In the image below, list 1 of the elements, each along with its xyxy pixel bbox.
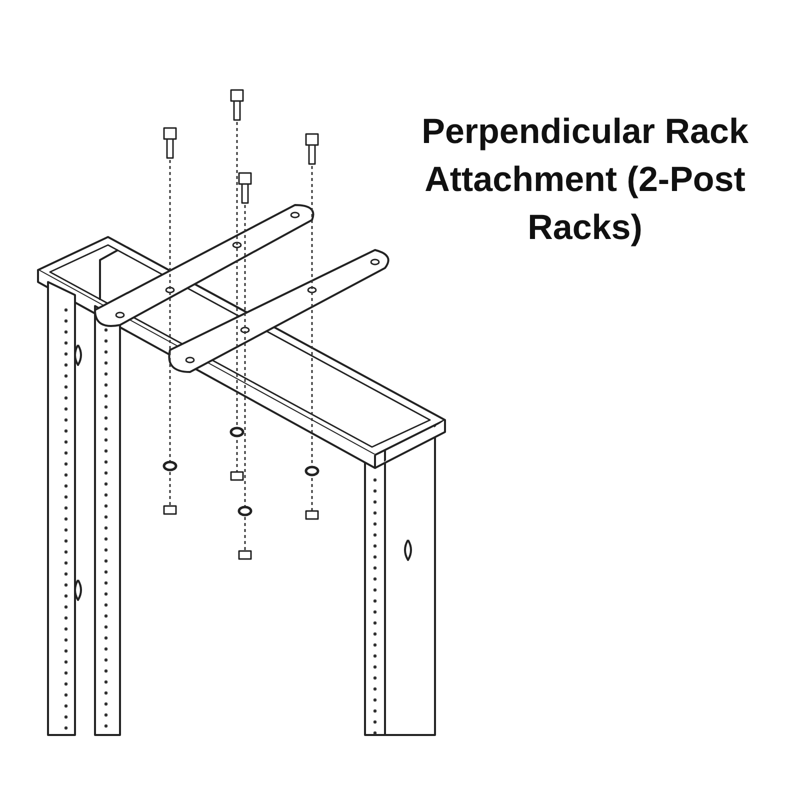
diagram-title: Perpendicular Rack Attachment (2-Post Racks): [420, 111, 750, 249]
